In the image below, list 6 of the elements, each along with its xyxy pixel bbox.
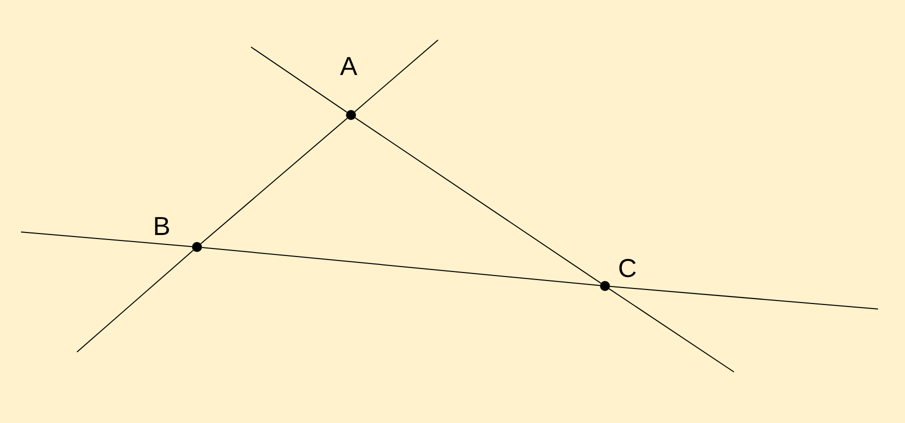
line-segment <box>200 118 348 244</box>
point-label: C <box>618 255 637 281</box>
line-segment <box>354 117 602 284</box>
point-label: A <box>340 53 358 79</box>
line-segment <box>201 246 601 286</box>
point-label: B <box>153 213 170 239</box>
